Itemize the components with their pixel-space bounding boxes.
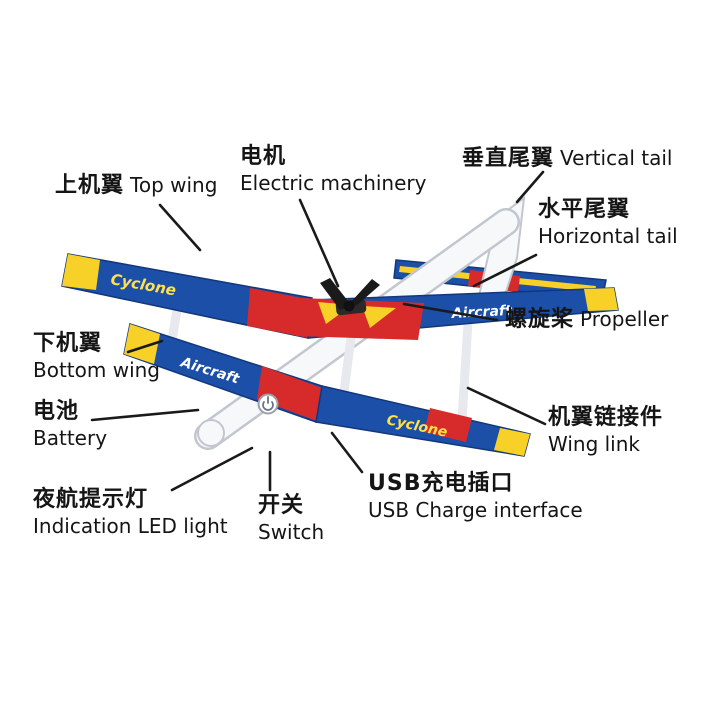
label-wing-link: 机翼链接件 Wing link [548,404,663,458]
label-battery: 电池 Battery [33,398,107,452]
label-wing-link-zh: 机翼链接件 [548,405,664,430]
label-vertical-tail-zh: 垂直尾翼 [462,146,555,171]
label-propeller-zh: 螺旋桨 [505,307,575,332]
label-propeller-en: Propeller [580,307,669,331]
label-top-wing-zh: 上机翼 [55,173,125,198]
label-top-wing-en: Top wing [130,173,218,197]
label-horizontal-tail: 水平尾翼 Horizontal tail [538,196,678,250]
leader-propeller [402,302,499,322]
label-wing-link-en: Wing link [548,432,640,457]
label-bottom-wing-en: Bottom wing [33,358,161,383]
leader-horizontal-tail [472,253,538,288]
power-switch-icon [257,393,279,415]
label-switch: 开关 Switch [258,492,324,546]
label-horizontal-tail-en: Horizontal tail [538,224,678,249]
label-battery-en: Battery [33,426,108,451]
label-led-zh: 夜航提示灯 [33,487,149,512]
top-wing-part: Cyclone Aircraft [61,253,619,340]
label-electric-zh: 电机 [240,144,287,169]
label-usb-zh: USB充电插口 [368,471,514,496]
label-bottom-wing: 下机翼 Bottom wing [33,330,160,384]
label-battery-zh: 电池 [33,399,80,424]
leader-lines [90,170,547,492]
label-usb-en: USB Charge interface [368,498,583,523]
leader-electric [298,198,340,288]
label-led-en: Indication LED light [33,514,228,539]
label-indication-led: 夜航提示灯 Indication LED light [33,486,228,540]
leader-top-wing [158,203,202,252]
label-bottom-wing-zh: 下机翼 [33,331,103,356]
wing-brand-text: Aircraft [450,303,513,322]
nose [197,419,225,447]
label-horizontal-tail-zh: 水平尾翼 [538,197,631,222]
leader-led [170,446,254,492]
label-switch-zh: 开关 [258,493,305,518]
leader-bottom-wing [126,339,164,354]
label-electric-en: Electric machinery [240,171,427,196]
label-usb-charge: USB充电插口 USB Charge interface [368,470,583,524]
leader-vertical-tail [515,170,545,204]
leader-usb [330,431,364,474]
leader-battery [90,408,200,422]
label-vertical-tail-en: Vertical tail [560,146,673,170]
leader-wing-link [466,386,547,426]
label-switch-en: Switch [258,520,325,545]
label-electric-machinery: 电机 Electric machinery [240,143,426,197]
propeller-part [320,278,380,316]
